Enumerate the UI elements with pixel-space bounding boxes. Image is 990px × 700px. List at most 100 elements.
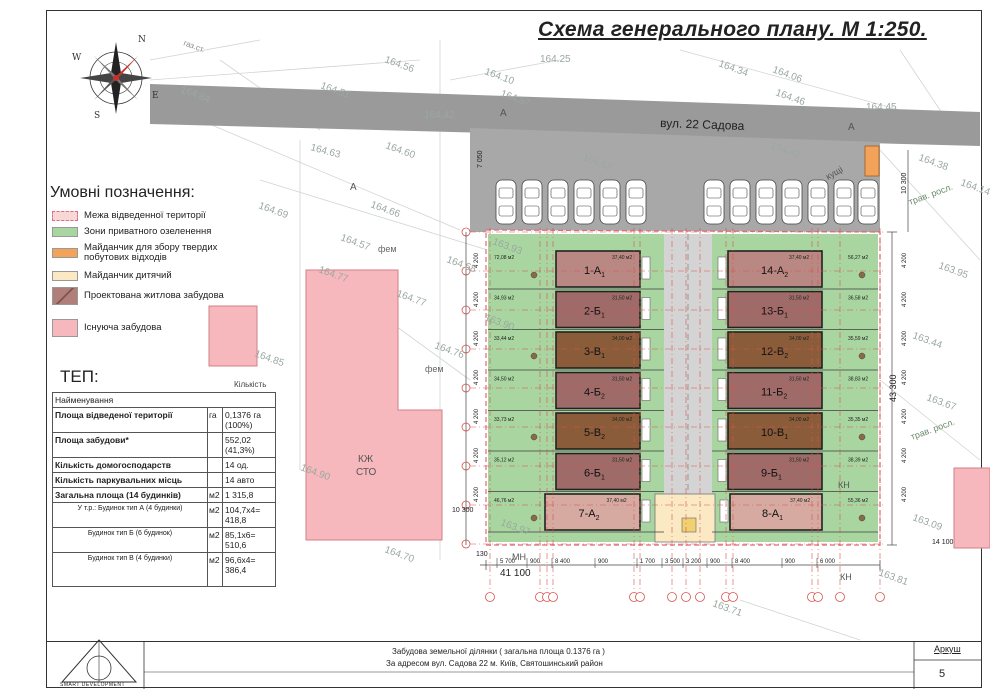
sheet-number: 5	[939, 668, 946, 680]
tree-icon	[530, 433, 538, 441]
legend-label: Майданчик для збору твердих побутових ві…	[84, 242, 218, 263]
legend-swatch	[52, 287, 78, 305]
tree-icon	[530, 352, 538, 360]
house-label: 7-А2	[579, 508, 600, 522]
grid-axis-marker	[635, 592, 645, 602]
dim-right-height: 10 300	[901, 172, 908, 194]
tep-subrow-unit: м2	[207, 502, 223, 528]
house-label-sub: 1	[779, 515, 783, 522]
garden-area: 34,50 м2	[494, 377, 514, 383]
car-icon	[599, 179, 621, 225]
row-dim-right: 4 200	[902, 252, 908, 268]
row-dim-left: 4 200	[474, 252, 480, 268]
tep-subrow-unit: м2	[207, 527, 223, 553]
grid-axis-marker	[695, 592, 705, 602]
house-label: 2-Б1	[584, 306, 605, 320]
elevation-mark: 164.60	[384, 140, 417, 161]
legend-label: Майданчик дитячий	[84, 270, 172, 281]
legend-item: Проектована житлова забудова	[52, 287, 252, 305]
car-icon	[807, 179, 829, 225]
dim-total-width: 41 100	[500, 568, 531, 579]
house-label-sub: 2	[601, 394, 605, 401]
car-icon	[625, 179, 647, 225]
legend-label: Межа відведенної території	[84, 210, 206, 221]
garden-area: 56,27 м2	[848, 255, 868, 261]
legend-label: Зони приватного озеленення	[84, 226, 212, 237]
legend-item: Майданчик дитячий	[52, 271, 252, 281]
elevation-mark: 164.25	[540, 54, 571, 65]
house-area: 31,50 м2	[789, 296, 809, 302]
garden-area: 34,93 м2	[494, 296, 514, 302]
street-name: вул. 22 Садова	[660, 116, 745, 133]
house-label: 4-Б2	[584, 387, 605, 401]
tep-qty-header: Кількість	[234, 380, 267, 389]
tree-icon	[858, 271, 866, 279]
legend-label: Існуюча забудова	[84, 322, 162, 333]
dim-bottom-offset: 14 100	[932, 539, 954, 546]
tep-row-unit: м2	[207, 487, 223, 503]
garden-area: 72,08 м2	[494, 255, 514, 261]
row-dim-right: 4 200	[902, 486, 908, 502]
house-label: 3-В1	[584, 346, 605, 360]
label-a: А	[500, 108, 507, 119]
elevation-mark: 164.42	[424, 110, 455, 121]
tep-subrow-name: Будинок тип В (4 будинки)	[52, 552, 208, 587]
tep-row-unit: га	[207, 407, 223, 433]
house-label-sub: 1	[784, 313, 788, 320]
legend-item: Майданчик для збору твердих побутових ві…	[52, 243, 252, 263]
house-area: 31,50 м2	[612, 377, 632, 383]
tep-row-value: 14 од.	[222, 457, 276, 473]
company-name: SMART DEVELOPMENT	[60, 682, 125, 688]
row-dim-left: 4 200	[474, 447, 480, 463]
house-label-sub: 2	[601, 434, 605, 441]
tep-subrow-name: Будинок тип Б (6 будинок)	[52, 527, 208, 553]
house-area: 34,00 м2	[789, 417, 809, 423]
house-label-sub: 1	[601, 475, 605, 482]
garden-area: 38,83 м2	[848, 377, 868, 383]
tep-row-name: Площа забудови*	[52, 432, 208, 458]
house-label: 8-А1	[762, 508, 783, 522]
car-icon	[755, 179, 777, 225]
house-area: 34,00 м2	[612, 336, 632, 342]
house-label: 6-Б1	[584, 468, 605, 482]
tep-subrow-name: У т.р.: Будинок тип А (4 будинки)	[52, 502, 208, 528]
tep-name-header: Найменування	[52, 392, 276, 408]
garden-area: 35,59 м2	[848, 336, 868, 342]
elevation-mark: 164.68	[445, 254, 478, 275]
grid-axis-marker	[485, 592, 495, 602]
dim-left-height: 10 300	[452, 507, 474, 514]
elevation-mark: 164.69	[257, 200, 290, 221]
house-label-sub: 2	[784, 272, 788, 279]
label-kn: КН	[838, 480, 850, 490]
tep-row-value: 552,02 (41,3%)	[222, 432, 276, 458]
car-icon	[729, 179, 751, 225]
house-label-sub: 1	[601, 272, 605, 279]
car-icon	[495, 179, 517, 225]
dim-segment: 900	[530, 559, 541, 565]
tep-subrow-value: 85,1х6= 510,6	[222, 527, 276, 553]
garden-area: 46,76 м2	[494, 498, 514, 504]
car-icon	[781, 179, 803, 225]
elevation-mark: 163.67	[925, 392, 958, 413]
existing-building-sto	[305, 269, 443, 541]
house-4-б: 4-Б2 31,50 м2 34,50 м2	[488, 371, 664, 411]
existing-building-small	[208, 305, 258, 367]
grid-axis-marker	[667, 592, 677, 602]
elevation-mark: 163.44	[911, 330, 944, 351]
label-grass: трав. росл.	[907, 182, 954, 207]
title-block: SMART DEVELOPMENT Забудова земельної діл…	[46, 639, 982, 689]
dim-segment: 6 000	[820, 559, 836, 565]
sheet-label: Аркуш	[934, 644, 961, 654]
tep-subrow-value: 104,7х4= 418,8	[222, 502, 276, 528]
elevation-mark: 164.06	[771, 64, 804, 85]
dim-segment: 8 400	[555, 559, 571, 565]
dim-segment: 3 200	[686, 559, 702, 565]
